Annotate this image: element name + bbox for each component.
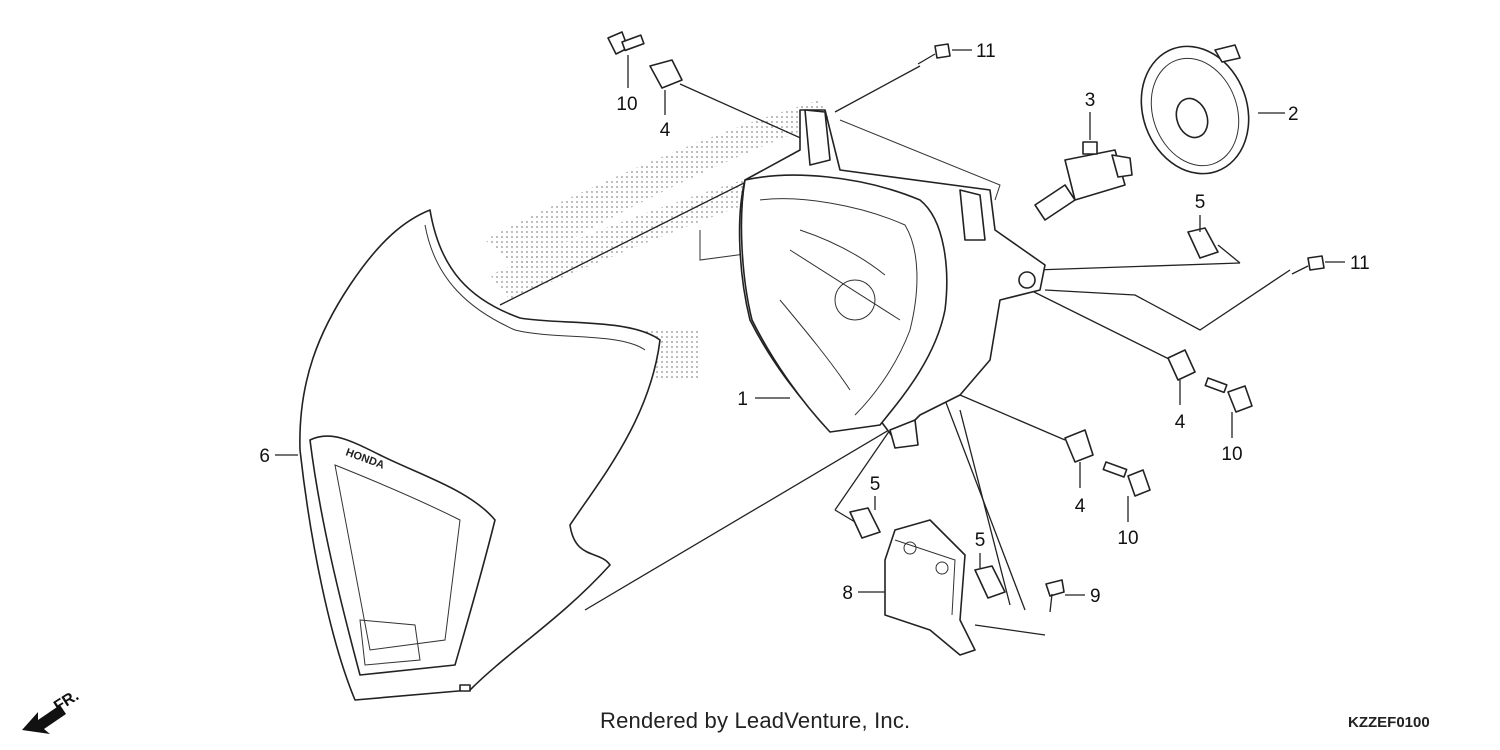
callout-labels: 10 4 11 3 2 5 11 1 6 4 10 5 4 10 5 9 8 <box>259 41 1369 607</box>
callout-11: 11 <box>1350 253 1370 274</box>
assembly-lines <box>499 65 1291 636</box>
part-3-headlight-bulb <box>1034 141 1133 221</box>
part-2-socket-cover <box>1140 44 1250 175</box>
front-direction-indicator: FR. <box>22 687 82 734</box>
callout-5: 5 <box>870 474 881 495</box>
part-9-screw <box>1045 579 1065 613</box>
callout-10: 10 <box>1221 444 1242 465</box>
callout-3: 3 <box>1085 90 1096 111</box>
callout-8: 8 <box>842 583 853 604</box>
part-6-headlight-cowl: HONDA <box>299 209 661 701</box>
callout-4: 4 <box>1075 496 1086 517</box>
part-10-bolts <box>607 31 1253 497</box>
render-credit: Rendered by LeadVenture, Inc. <box>600 708 911 733</box>
part-4-grommets <box>649 59 1196 463</box>
diagram-code: KZZEF0100 <box>1348 714 1430 731</box>
part-1-headlight-unit <box>738 109 1046 449</box>
callout-leaders <box>275 49 1345 596</box>
callout-4: 4 <box>660 120 671 141</box>
callout-11: 11 <box>976 41 996 62</box>
part-8-bracket <box>884 519 976 656</box>
callout-5: 5 <box>1195 192 1206 213</box>
callout-10: 10 <box>616 94 637 115</box>
callout-6: 6 <box>259 446 270 467</box>
part-5-collars <box>849 227 1219 599</box>
callout-5: 5 <box>975 530 986 551</box>
part-11-screws <box>917 43 1325 275</box>
callout-9: 9 <box>1090 586 1101 607</box>
callout-4: 4 <box>1175 412 1186 433</box>
callout-2: 2 <box>1288 104 1299 125</box>
callout-1: 1 <box>737 389 748 410</box>
callout-10: 10 <box>1117 528 1138 549</box>
front-arrow-icon <box>22 705 66 734</box>
